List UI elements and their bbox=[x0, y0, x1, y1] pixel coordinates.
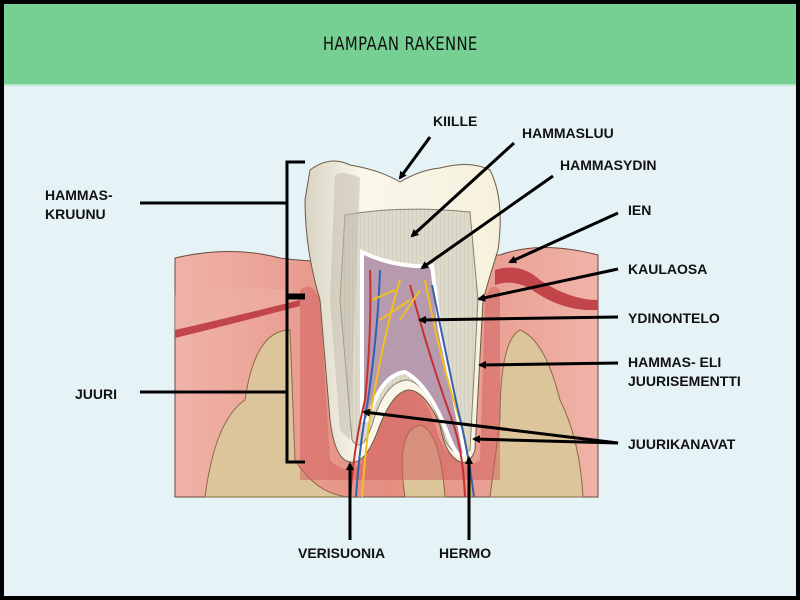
pointer-arrows bbox=[346, 136, 619, 540]
label-nerve: HERMO bbox=[439, 545, 492, 561]
label-cementum-line2: JUURISEMENTTI bbox=[628, 373, 741, 389]
label-root: JUURI bbox=[75, 386, 118, 402]
label-neck: KAULAOSA bbox=[628, 261, 708, 277]
brackets bbox=[140, 160, 305, 464]
label-cementum-line1: HAMMAS- ELI bbox=[628, 354, 722, 370]
diagram-frame: HAMPAAN RAKENNE bbox=[4, 4, 796, 596]
header-bar: HAMPAAN RAKENNE bbox=[4, 4, 796, 86]
label-pulp-cavity: YDINONTELO bbox=[628, 310, 720, 326]
label-crown-line1: HAMMAS- bbox=[45, 187, 113, 203]
label-crown: HAMMAS- KRUUNU bbox=[45, 186, 113, 224]
label-root-canals: JUURIKANAVAT bbox=[628, 436, 736, 452]
label-crown-line2: KRUUNU bbox=[45, 206, 106, 222]
page-title: HAMPAAN RAKENNE bbox=[322, 33, 478, 55]
label-pulp: HAMMASYDIN bbox=[560, 157, 657, 173]
tooth-illustration bbox=[140, 136, 619, 540]
bone bbox=[204, 329, 361, 498]
label-enamel: KIILLE bbox=[433, 113, 478, 129]
label-gum: IEN bbox=[628, 202, 652, 218]
label-dentin: HAMMASLUU bbox=[522, 125, 614, 141]
label-cementum: HAMMAS- ELI JUURISEMENTTI bbox=[628, 353, 741, 391]
label-blood-vessels: VERISUONIA bbox=[298, 545, 386, 561]
pulp-cavity bbox=[360, 248, 468, 458]
